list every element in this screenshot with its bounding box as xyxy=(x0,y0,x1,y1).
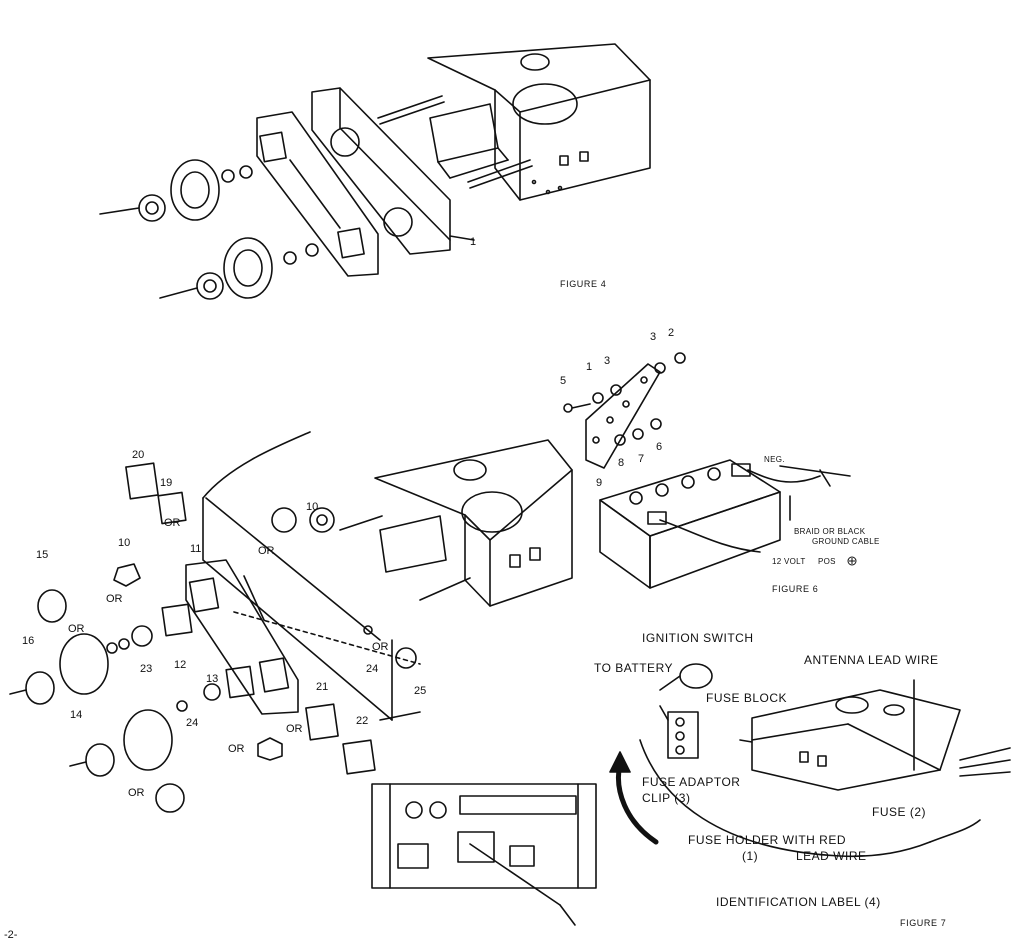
figure-5-dash-mounting xyxy=(9,431,573,813)
callout-23: 23 xyxy=(140,663,152,675)
callout-fig6-5: 5 xyxy=(560,375,566,387)
ignition-switch xyxy=(659,663,713,691)
dashboard-panel xyxy=(202,431,421,721)
callout-24-left: 24 xyxy=(186,717,198,729)
front-panel-fig4 xyxy=(256,111,379,277)
callout-10-right: 10 xyxy=(306,501,318,513)
figure-7-power-wiring xyxy=(609,663,1011,858)
faceplate-fig5 xyxy=(185,559,299,715)
or-label-7: OR xyxy=(228,743,245,755)
callout-22: 22 xyxy=(356,715,368,727)
car-battery xyxy=(599,459,781,589)
figure-4-exploded-view xyxy=(99,43,651,300)
tuning-knob-upper-fig4 xyxy=(99,159,253,222)
callout-fig6-9: 9 xyxy=(596,477,602,489)
figure-6-title: FIGURE 6 xyxy=(772,584,818,594)
antenna-lead-label: ANTENNA LEAD WIRE xyxy=(804,653,939,667)
or-label-6: OR xyxy=(286,723,303,735)
callout-fig4-1: 1 xyxy=(470,236,476,248)
mounting-hardware xyxy=(9,462,421,813)
page-number: -2- xyxy=(4,929,18,940)
callout-21: 21 xyxy=(316,681,328,693)
fuse-holder-number: (1) xyxy=(742,849,758,863)
to-battery-label: TO BATTERY xyxy=(594,661,673,675)
radio-unit-fig7 xyxy=(739,679,961,791)
fuse-block xyxy=(659,705,699,759)
positive-symbol-icon xyxy=(847,556,857,566)
callout-19: 19 xyxy=(160,477,172,489)
dashboard-inset xyxy=(371,783,597,926)
radio-unit-fig4 xyxy=(377,43,651,201)
or-label-3: OR xyxy=(106,593,123,605)
or-label-1: OR xyxy=(164,517,181,529)
callout-20: 20 xyxy=(132,449,144,461)
or-label-2: OR xyxy=(258,545,275,557)
identification-label: IDENTIFICATION LABEL (4) xyxy=(716,895,881,909)
or-label-8: OR xyxy=(128,787,145,799)
fuse-label: FUSE (2) xyxy=(872,805,926,819)
callout-16: 16 xyxy=(22,635,34,647)
callout-14: 14 xyxy=(70,709,82,721)
pos-terminal-label: POS xyxy=(818,557,836,566)
callout-13: 13 xyxy=(206,673,218,685)
ignition-switch-label: IGNITION SWITCH xyxy=(642,631,754,645)
callout-25: 25 xyxy=(414,685,426,697)
voltage-label: 12 VOLT xyxy=(772,557,806,566)
callout-fig6-7: 7 xyxy=(638,453,644,465)
ground-cable-label-1: BRAID OR BLACK xyxy=(794,527,866,536)
callout-fig6-2: 2 xyxy=(668,327,674,339)
callout-12: 12 xyxy=(174,659,186,671)
or-label-4: OR xyxy=(68,623,85,635)
ground-cable-label-2: GROUND CABLE xyxy=(812,537,880,546)
tuning-knob-lower-fig4 xyxy=(159,237,319,300)
fuse-holder-label: FUSE HOLDER WITH RED xyxy=(688,833,846,847)
callout-fig6-6: 6 xyxy=(656,441,662,453)
callout-fig6-3a: 3 xyxy=(604,355,610,367)
fuse-adaptor-label: FUSE ADAPTOR xyxy=(642,775,740,789)
or-label-5: OR xyxy=(372,641,389,653)
mounting-bezel-fig4 xyxy=(311,87,475,255)
callout-24-right: 24 xyxy=(366,663,378,675)
callout-11: 11 xyxy=(190,543,201,555)
lead-wire-label: LEAD WIRE xyxy=(796,849,867,863)
callout-15: 15 xyxy=(36,549,48,561)
figure-4-title: FIGURE 4 xyxy=(560,279,606,289)
mounting-bracket xyxy=(585,363,661,469)
callout-10-left: 10 xyxy=(118,537,130,549)
fuse-adaptor-label-2: CLIP (3) xyxy=(642,791,690,805)
callout-fig6-3b: 3 xyxy=(650,331,656,343)
fuse-block-label: FUSE BLOCK xyxy=(706,691,787,705)
figure-6-battery-connection xyxy=(563,352,851,589)
radio-unit-fig5 xyxy=(339,439,573,607)
neg-terminal-label: NEG. xyxy=(764,455,785,464)
figure-7-title: FIGURE 7 xyxy=(900,918,946,928)
callout-fig6-8: 8 xyxy=(618,457,624,469)
callout-fig6-1: 1 xyxy=(586,361,592,373)
